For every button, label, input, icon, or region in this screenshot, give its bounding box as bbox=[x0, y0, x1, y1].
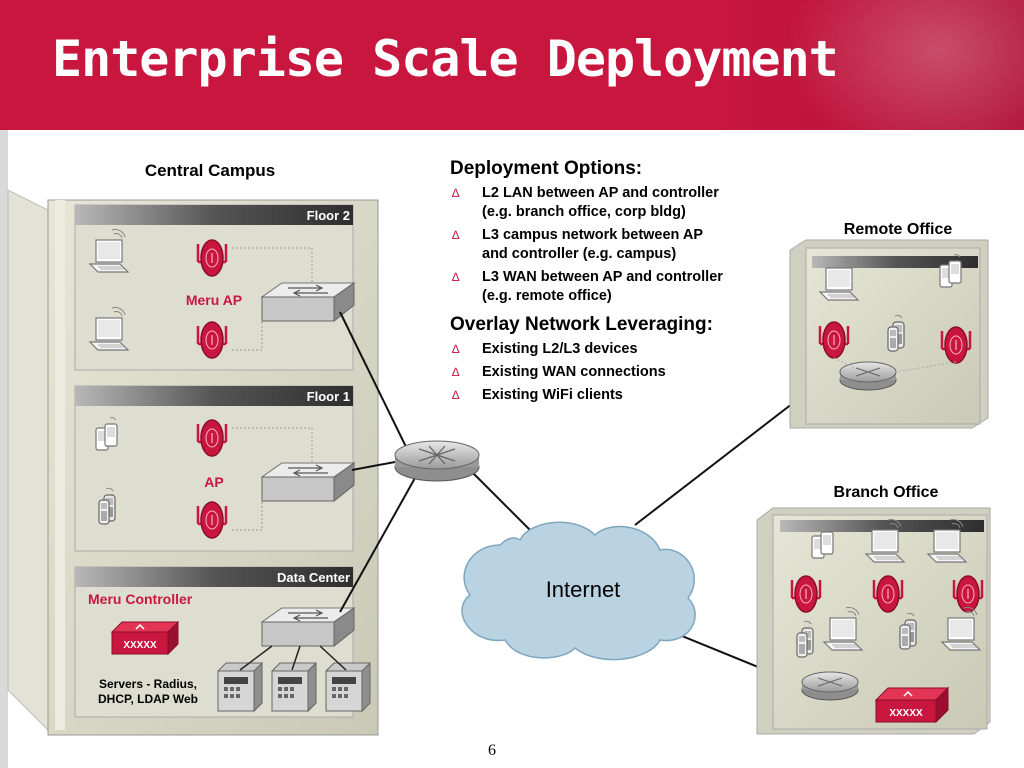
datacenter-switch-icon bbox=[261, 607, 355, 647]
core-internet-link bbox=[469, 469, 536, 536]
overlay-heading: Overlay Network Leveraging: bbox=[450, 314, 713, 335]
meru-controller-label: Meru Controller bbox=[88, 591, 193, 607]
item-line2: (e.g. branch office, corp bldg) bbox=[482, 204, 686, 220]
overlay-list: ∆ Existing L2/L3 devices ∆ Existing WAN co… bbox=[450, 340, 780, 405]
internet-cloud bbox=[461, 521, 696, 661]
page-number: 6 bbox=[488, 742, 496, 759]
item-line2: and controller (e.g. campus) bbox=[482, 246, 677, 262]
floor2-label: Floor 2 bbox=[307, 208, 350, 223]
item-text: Existing WAN connections bbox=[482, 364, 666, 380]
deployment-options-heading: Deployment Options: bbox=[450, 158, 643, 179]
datacenter-uplink bbox=[339, 477, 416, 613]
item-text: Existing WiFi clients bbox=[482, 387, 623, 403]
bullet-triangle-icon: ∆ bbox=[452, 228, 460, 242]
servers-label-line2: DHCP, LDAP Web bbox=[98, 692, 198, 706]
list-item: ∆ Existing WiFi clients bbox=[450, 386, 780, 405]
list-item: ∆ Existing WAN connections bbox=[450, 363, 780, 382]
deployment-options-list: ∆ L2 LAN between AP and controller (e.g. b… bbox=[450, 184, 780, 306]
bullet-triangle-icon: ∆ bbox=[452, 186, 460, 200]
item-line1: L3 WAN between AP and controller bbox=[482, 269, 723, 285]
item-line2: (e.g. remote office) bbox=[482, 288, 612, 304]
internet-label: Internet bbox=[546, 577, 621, 602]
branch-office-title: Branch Office bbox=[834, 484, 939, 501]
branch-controller-icon bbox=[874, 686, 950, 724]
remote-router-icon bbox=[839, 361, 897, 391]
deployment-notes: Deployment Options: ∆ L2 LAN between AP a… bbox=[450, 158, 780, 413]
item-line1: L3 campus network between AP bbox=[482, 227, 704, 243]
floor1-switch-icon bbox=[261, 462, 355, 502]
datacenter-label: Data Center bbox=[277, 570, 350, 585]
item-text: Existing L2/L3 devices bbox=[482, 341, 638, 357]
bullet-triangle-icon: ∆ bbox=[452, 365, 460, 379]
list-item: ∆ L3 campus network between AP and control… bbox=[450, 226, 780, 264]
floor1-uplink bbox=[351, 461, 396, 471]
ap-switch-link bbox=[232, 247, 313, 351]
branch-router-icon bbox=[801, 671, 859, 701]
left-edge-bar bbox=[0, 130, 8, 768]
central-campus-title: Central Campus bbox=[145, 161, 275, 180]
remote-office-link bbox=[634, 389, 811, 526]
remote-office-title: Remote Office bbox=[844, 221, 953, 238]
list-item: ∆ Existing L2/L3 devices bbox=[450, 340, 780, 359]
ap-label: AP bbox=[204, 474, 223, 490]
title-banner bbox=[0, 0, 1024, 130]
server-icon bbox=[325, 662, 371, 712]
bullet-triangle-icon: ∆ bbox=[452, 342, 460, 356]
floor2-switch-icon bbox=[261, 282, 355, 322]
list-item: ∆ L2 LAN between AP and controller (e.g. b… bbox=[450, 184, 780, 222]
ap-switch-link bbox=[232, 427, 313, 531]
list-item: ∆ L3 WAN between AP and controller (e.g. r… bbox=[450, 268, 780, 306]
meru-controller-icon bbox=[110, 620, 180, 656]
floor2-uplink bbox=[339, 311, 411, 456]
floor1-label: Floor 1 bbox=[307, 389, 350, 404]
bullet-triangle-icon: ∆ bbox=[452, 270, 460, 284]
server-icon bbox=[217, 662, 263, 712]
meru-ap-label: Meru AP bbox=[186, 292, 242, 308]
core-router-icon bbox=[394, 440, 480, 482]
slide-title: Enterprise Scale Deployment bbox=[52, 30, 839, 88]
controller-face-text: XXXXX bbox=[123, 640, 157, 651]
item-line1: L2 LAN between AP and controller bbox=[482, 185, 719, 201]
servers-label-line1: Servers - Radius, bbox=[99, 677, 197, 691]
server-links bbox=[239, 645, 347, 671]
bullet-triangle-icon: ∆ bbox=[452, 388, 460, 402]
branch-controller-face-text: XXXXX bbox=[889, 708, 923, 719]
server-icon bbox=[271, 662, 317, 712]
banner-decoration bbox=[784, 0, 1024, 130]
